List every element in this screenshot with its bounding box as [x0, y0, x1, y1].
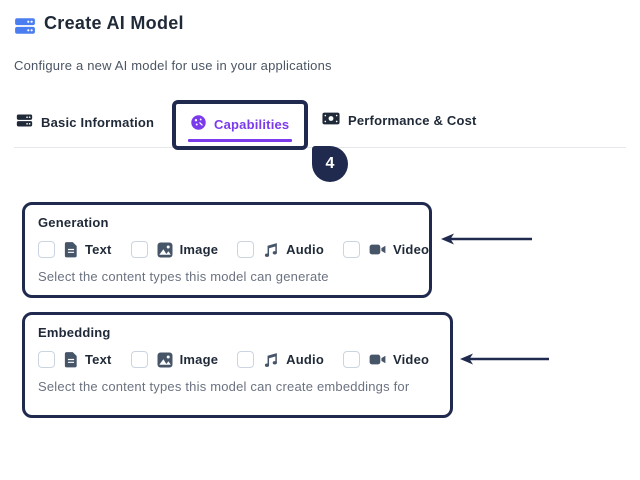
- option-label: Video: [392, 352, 430, 367]
- option-label: Image: [179, 352, 219, 367]
- option-video: Video: [342, 241, 430, 258]
- option-text: Text: [38, 351, 112, 368]
- video-camera-icon: [369, 353, 386, 366]
- option-text: Text: [38, 241, 112, 258]
- embedding-help-text: Select the content types this model can …: [38, 379, 410, 394]
- music-note-icon: [263, 352, 279, 368]
- server-stack-icon: [14, 15, 36, 37]
- option-image: Image: [130, 351, 219, 368]
- video-checkbox[interactable]: [342, 241, 360, 258]
- audio-checkbox[interactable]: [237, 351, 255, 368]
- capabilities-icon: [190, 114, 207, 134]
- embedding-options: Text Image: [38, 351, 437, 368]
- tab-label: Performance & Cost: [348, 112, 477, 128]
- option-label: Text: [85, 352, 112, 367]
- banknote-icon: [322, 112, 340, 128]
- embedding-section: Embedding Text Image: [22, 312, 453, 418]
- annotation-arrow-embedding: [460, 353, 549, 365]
- annotation-arrow-generation: [441, 233, 532, 245]
- video-camera-icon: [369, 243, 386, 256]
- file-text-icon: [64, 241, 78, 258]
- option-label: Text: [85, 242, 112, 257]
- option-label: Audio: [286, 352, 324, 367]
- image-icon: [157, 352, 173, 368]
- music-note-icon: [263, 242, 279, 258]
- option-label: Image: [179, 242, 219, 257]
- option-image: Image: [130, 241, 219, 258]
- step-number: 4: [325, 155, 335, 172]
- server-stack-icon: [16, 112, 33, 132]
- generation-options: Text Image: [38, 241, 429, 258]
- annotation-highlight-box: Capabilities: [172, 100, 308, 150]
- option-label: Audio: [286, 242, 324, 257]
- audio-checkbox[interactable]: [237, 241, 255, 258]
- option-label: Video: [392, 242, 430, 257]
- tab-basic-information[interactable]: Basic Information: [16, 112, 154, 132]
- active-tab-underline: [188, 139, 292, 142]
- tab-capabilities[interactable]: Capabilities: [190, 114, 289, 134]
- annotation-step-badge: 4: [312, 146, 348, 182]
- image-checkbox[interactable]: [130, 241, 148, 258]
- option-audio: Audio: [237, 241, 324, 258]
- file-text-icon: [64, 351, 78, 368]
- text-checkbox[interactable]: [38, 241, 55, 258]
- tab-label: Basic Information: [41, 114, 155, 130]
- video-checkbox[interactable]: [342, 351, 360, 368]
- generation-help-text: Select the content types this model can …: [38, 269, 329, 284]
- page-title: Create AI Model: [44, 13, 184, 33]
- generation-label: Generation: [38, 215, 109, 230]
- page-subtitle: Configure a new AI model for use in your…: [14, 58, 332, 73]
- option-video: Video: [342, 351, 430, 368]
- image-icon: [157, 242, 173, 258]
- generation-section: Generation Text Image: [22, 202, 432, 298]
- tab-label: Capabilities: [214, 116, 290, 132]
- image-checkbox[interactable]: [130, 351, 148, 368]
- option-audio: Audio: [237, 351, 324, 368]
- text-checkbox[interactable]: [38, 351, 55, 368]
- tab-performance-cost[interactable]: Performance & Cost: [322, 112, 477, 128]
- embedding-label: Embedding: [38, 325, 111, 340]
